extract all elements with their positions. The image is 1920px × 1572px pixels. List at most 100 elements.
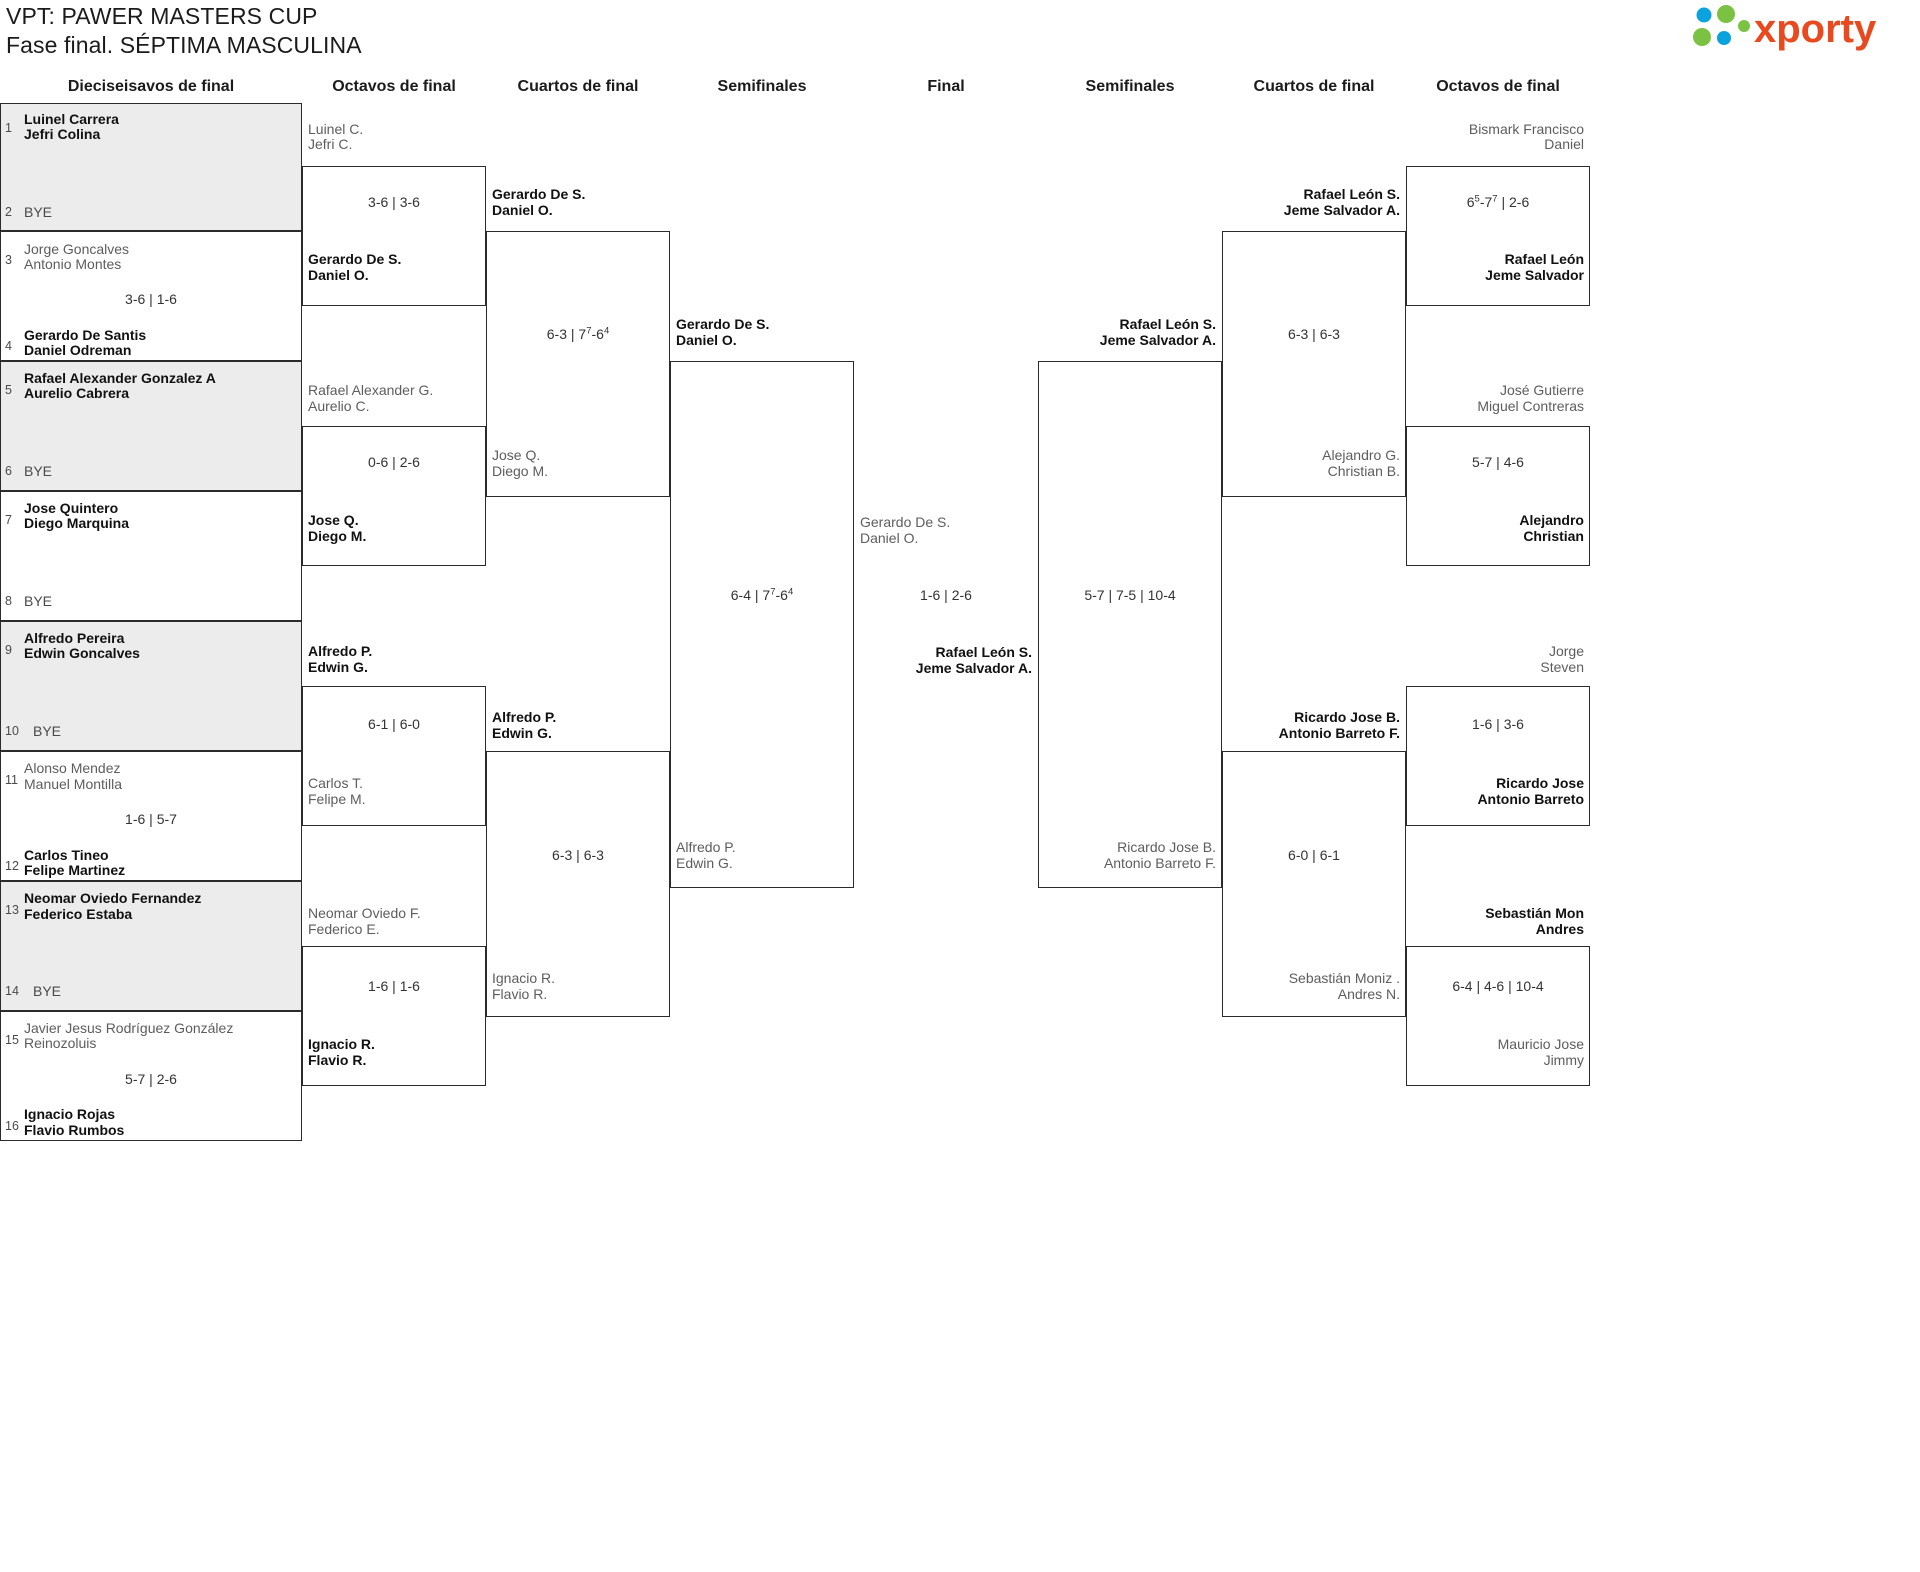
- seed-player-2a: BYE: [24, 204, 53, 220]
- seed-player-15b: Reinozoluis: [24, 1035, 97, 1051]
- r8-left-p5a: Alfredo P.: [308, 643, 373, 659]
- r8-left-match-box-4[interactable]: [302, 946, 486, 1086]
- qf-right-match-box-1[interactable]: [1222, 231, 1406, 497]
- sf-left-p2b: Edwin G.: [676, 855, 733, 871]
- seed-number-8: 8: [5, 594, 12, 608]
- seed-player-8a: BYE: [24, 593, 53, 609]
- r8-right-p7b: Andres: [1535, 921, 1584, 937]
- final-left-p2: Daniel O.: [860, 530, 919, 546]
- r16-score-3: 5-7 | 2-6: [125, 1071, 177, 1087]
- r8-right-p5a: Jorge: [1548, 643, 1584, 659]
- r16-match-box-2[interactable]: [0, 231, 302, 361]
- seed-number-3: 3: [5, 253, 12, 267]
- r8-left-p1b: Jefri C.: [308, 136, 353, 152]
- svg-text:xporty: xporty: [1754, 7, 1877, 51]
- qf-right-p2b: Christian B.: [1327, 463, 1400, 479]
- r8-left-p4b: Diego M.: [308, 528, 367, 544]
- r8-left-p3b: Aurelio C.: [308, 398, 370, 414]
- sf-left-match-box-1[interactable]: [670, 361, 854, 888]
- qf-right-p3a: Ricardo Jose B.: [1294, 709, 1400, 725]
- r16-match-box-4[interactable]: [0, 491, 302, 621]
- seed-player-3a: Jorge Goncalves: [24, 241, 130, 257]
- seed-player-4b: Daniel Odreman: [24, 342, 132, 358]
- r8-left-score-1: 3-6 | 3-6: [368, 194, 420, 210]
- r16-match-box-8[interactable]: [0, 1011, 302, 1141]
- seed-player-6a: BYE: [24, 463, 53, 479]
- seed-number-9: 9: [5, 643, 12, 657]
- r16-score-1: 3-6 | 1-6: [125, 291, 177, 307]
- r8-right-score-2: 5-7 | 4-6: [1472, 454, 1524, 470]
- qf-left-match-box-1[interactable]: [486, 231, 670, 497]
- r16-score-2: 1-6 | 5-7: [125, 811, 177, 827]
- seed-player-5a: Rafael Alexander Gonzalez A: [24, 370, 216, 386]
- seed-player-10a: BYE: [33, 723, 62, 739]
- qf-left-p3a: Alfredo P.: [492, 709, 557, 725]
- r16-match-box-1[interactable]: [0, 103, 302, 231]
- r8-right-p2a: Rafael León: [1504, 251, 1584, 267]
- r8-right-match-box-4[interactable]: [1406, 946, 1590, 1086]
- final-right-p2: Jeme Salvador A.: [915, 660, 1032, 676]
- qf-right-p2a: Alejandro G.: [1322, 447, 1400, 463]
- r8-right-p7a: Sebastián Mon: [1485, 905, 1584, 921]
- r8-right-p8b: Jimmy: [1543, 1052, 1584, 1068]
- sf-right-p2b: Antonio Barreto F.: [1103, 855, 1216, 871]
- r8-right-p5b: Steven: [1540, 659, 1584, 675]
- r8-right-p1b: Daniel: [1544, 136, 1584, 152]
- seed-player-7b: Diego Marquina: [24, 515, 130, 531]
- round-header-qf-left: Cuartos de final: [517, 78, 639, 95]
- seed-number-16: 16: [5, 1119, 19, 1133]
- seed-number-12: 12: [5, 859, 19, 873]
- sf-right-p1b: Jeme Salvador A.: [1099, 332, 1216, 348]
- r8-right-p3a: José Gutierre: [1499, 382, 1584, 398]
- r8-left-match-box-1[interactable]: [302, 166, 486, 306]
- r8-left-p1a: Luinel C.: [308, 121, 364, 137]
- sf-right-score-1: 5-7 | 7-5 | 10-4: [1084, 587, 1176, 603]
- seed-player-15a: Javier Jesus Rodríguez González: [24, 1020, 234, 1036]
- seed-number-10: 10: [5, 724, 19, 738]
- r8-right-match-box-2[interactable]: [1406, 426, 1590, 566]
- r8-right-match-box-3[interactable]: [1406, 686, 1590, 826]
- qf-right-score-1: 6-3 | 6-3: [1288, 326, 1340, 342]
- r16-match-box-3[interactable]: [0, 361, 302, 491]
- round-header-r8-left: Octavos de final: [332, 78, 456, 95]
- round-header-sf-left: Semifinales: [717, 78, 807, 95]
- qf-right-p4b: Andres N.: [1337, 986, 1400, 1002]
- seed-number-5: 5: [5, 383, 12, 397]
- r16-match-box-7[interactable]: [0, 881, 302, 1011]
- seed-player-1b: Jefri Colina: [24, 126, 101, 142]
- r8-right-p4b: Christian: [1523, 528, 1584, 544]
- qf-right-match-box-2[interactable]: [1222, 751, 1406, 1017]
- r8-left-match-box-2[interactable]: [302, 426, 486, 566]
- r8-left-p4a: Jose Q.: [308, 512, 359, 528]
- sf-left-p1b: Daniel O.: [676, 332, 737, 348]
- qf-right-p1b: Jeme Salvador A.: [1283, 202, 1400, 218]
- seed-number-15: 15: [5, 1033, 19, 1047]
- r8-left-score-2: 0-6 | 2-6: [368, 454, 420, 470]
- qf-left-p2b: Diego M.: [492, 463, 549, 479]
- r8-left-p7b: Federico E.: [308, 921, 380, 937]
- r8-left-match-box-3[interactable]: [302, 686, 486, 826]
- r8-left-score-4: 1-6 | 1-6: [368, 978, 420, 994]
- sf-right-match-box-1[interactable]: [1038, 361, 1222, 888]
- r8-right-match-box-1[interactable]: [1406, 166, 1590, 306]
- r8-right-score-3: 1-6 | 3-6: [1472, 716, 1524, 732]
- qf-left-p3b: Edwin G.: [492, 725, 552, 741]
- r8-left-p5b: Edwin G.: [308, 659, 368, 675]
- seed-player-16a: Ignacio Rojas: [24, 1106, 116, 1122]
- r8-left-p2b: Daniel O.: [308, 267, 369, 283]
- r16-match-box-5[interactable]: [0, 621, 302, 751]
- r8-left-p8b: Flavio R.: [308, 1052, 367, 1068]
- seed-number-13: 13: [5, 903, 19, 917]
- r8-right-p6b: Antonio Barreto: [1477, 791, 1584, 807]
- r8-left-p6a: Carlos T.: [308, 775, 363, 791]
- r8-right-p1a: Bismark Francisco: [1468, 121, 1584, 137]
- qf-left-p4b: Flavio R.: [492, 986, 548, 1002]
- r16-match-box-6[interactable]: [0, 751, 302, 881]
- final-left-p1: Gerardo De S.: [860, 514, 951, 530]
- qf-left-match-box-2[interactable]: [486, 751, 670, 1017]
- seed-player-4a: Gerardo De Santis: [24, 327, 147, 343]
- xporty-logo: xporty: [1688, 4, 1918, 52]
- sf-left-score-1: 6-4 | 77-64: [730, 586, 794, 603]
- tournament-name: VPT: PAWER MASTERS CUP: [6, 3, 318, 29]
- round-header-r16-left: Dieciseisavos de final: [67, 78, 235, 95]
